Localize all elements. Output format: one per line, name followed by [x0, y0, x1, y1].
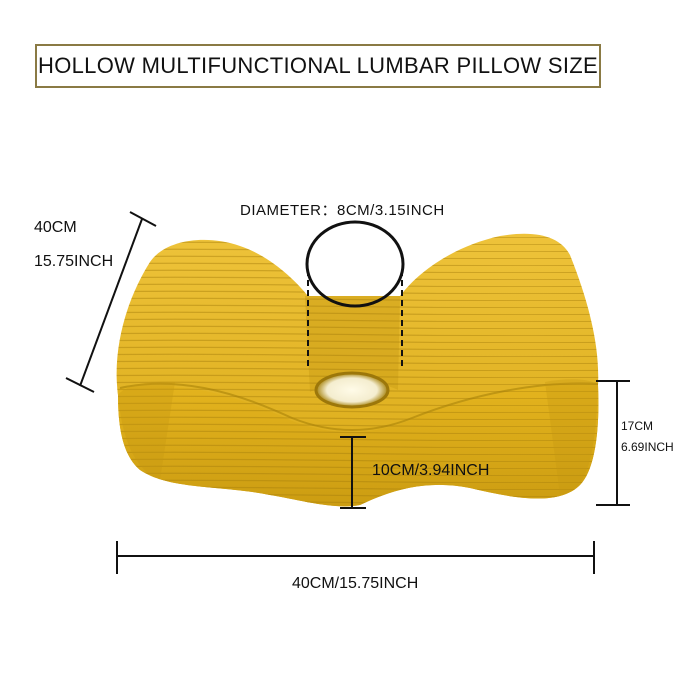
- hole-height-measure-line: [340, 436, 366, 509]
- page-title: HOLLOW MULTIFUNCTIONAL LUMBAR PILLOW SIZ…: [38, 53, 598, 78]
- depth-cm-label: 40CM: [34, 219, 77, 236]
- height-inch-label: 6.69INCH: [621, 440, 674, 454]
- width-label: 40CM/15.75INCH: [292, 575, 419, 592]
- depth-inch-label: 15.75INCH: [34, 253, 114, 270]
- diameter-circle: [305, 220, 405, 308]
- title-box: HOLLOW MULTIFUNCTIONAL LUMBAR PILLOW SIZ…: [35, 44, 601, 88]
- pillow: [116, 233, 599, 507]
- height-measure-line: [596, 380, 630, 506]
- depth-measure-line: [65, 211, 157, 393]
- height-cm-label: 17CM: [621, 419, 654, 433]
- diameter-label: DIAMETER：8CM/3.15INCH: [240, 202, 445, 219]
- width-measure-line: [116, 541, 595, 574]
- hole-height-label: 10CM/3.94INCH: [372, 462, 490, 479]
- pillow-hole: [316, 373, 388, 407]
